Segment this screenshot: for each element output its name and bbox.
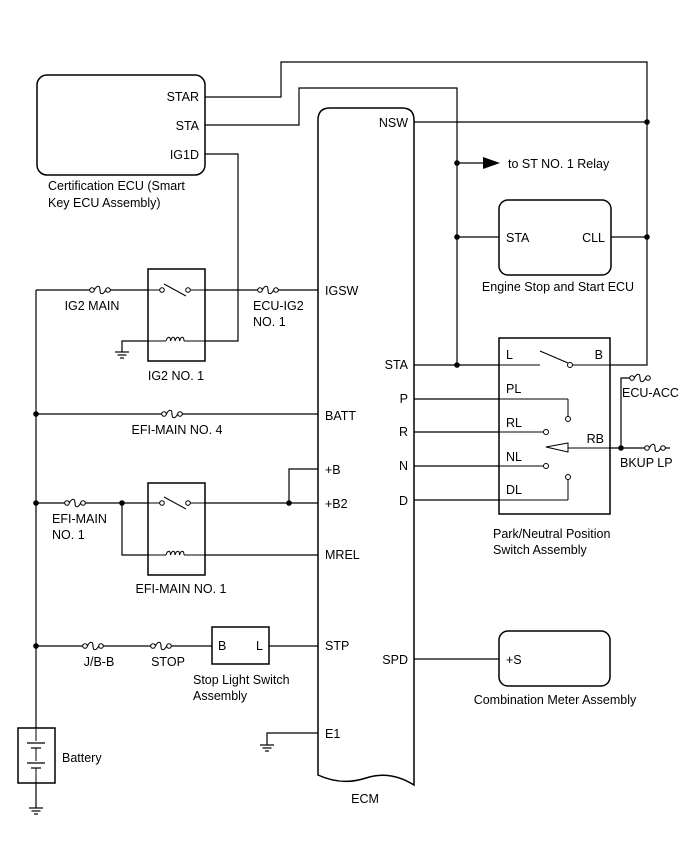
fuse-bkup-lp-label: BKUP LP <box>620 456 673 470</box>
fuse-labels: IG2 MAIN ECU-IG2 NO. 1 EFI-MAIN NO. 4 EF… <box>52 157 679 669</box>
ecm-pin-spd: SPD <box>382 653 408 667</box>
ecm-pin-r: R <box>399 425 408 439</box>
engine-ecu-label: Engine Stop and Start ECU <box>482 280 634 294</box>
ig2-relay-label: IG2 NO. 1 <box>148 369 204 383</box>
pnp-pin-pl: PL <box>506 382 521 396</box>
ecm-pin-nsw: NSW <box>379 116 408 130</box>
pnp-pin-nl: NL <box>506 450 522 464</box>
fuse-jb-b-label: J/B-B <box>84 655 115 669</box>
wires <box>35 61 670 808</box>
efi-main-relay: EFI-MAIN NO. 1 <box>136 482 227 596</box>
ecm-pin-sta: STA <box>385 358 409 372</box>
pnp-pin-b: B <box>595 348 603 362</box>
ecm-pin-batt: BATT <box>325 409 356 423</box>
cert-ecu-label-2: Key ECU Assembly) <box>48 196 161 210</box>
junctions <box>33 119 650 649</box>
pnp-label-2: Switch Assembly <box>493 543 588 557</box>
ground-icon-battery <box>28 807 44 815</box>
engine-ecu-pin-cll: CLL <box>582 231 605 245</box>
fuse-efi-main1-label-1: EFI-MAIN <box>52 512 107 526</box>
pnp-pin-rb: RB <box>587 432 604 446</box>
ecm-pin-mrel: MREL <box>325 548 360 562</box>
pnp-pin-l: L <box>506 348 513 362</box>
battery-label: Battery <box>62 751 102 765</box>
cert-ecu-pin-star: STAR <box>167 90 199 104</box>
engine-ecu-pin-sta: STA <box>506 231 530 245</box>
ground-icon-relay <box>114 351 130 359</box>
note-to-st-relay: to ST NO. 1 Relay <box>508 157 610 171</box>
ecm-pin-p: P <box>400 392 408 406</box>
ecm-pin-igsw: IGSW <box>325 284 359 298</box>
ecm-pin-d: D <box>399 494 408 508</box>
pnp-pin-rl: RL <box>506 416 522 430</box>
fuse-ecu-acc-label: ECU-ACC <box>622 386 679 400</box>
fuse-ecu-ig2-label-2: NO. 1 <box>253 315 286 329</box>
fuse-efi-main4-label: EFI-MAIN NO. 4 <box>132 423 223 437</box>
fuse-ig2-main-label: IG2 MAIN <box>65 299 120 313</box>
cert-ecu-label-1: Certification ECU (Smart <box>48 179 185 193</box>
fuse-stop-label: STOP <box>151 655 185 669</box>
engine-stop-start-ecu: STA CLL Engine Stop and Start ECU <box>482 199 634 294</box>
stop-sw-pin-b: B <box>218 639 226 653</box>
stop-sw-label-2: Assembly <box>193 689 248 703</box>
fuse-efi-main1-label-2: NO. 1 <box>52 528 85 542</box>
ground-icon-ecm <box>259 744 275 752</box>
battery: Battery <box>17 727 102 784</box>
park-neutral-switch: L B PL RL RB NL DL Park/Neutral Position… <box>493 337 611 557</box>
fuse-ecu-ig2-label-1: ECU-IG2 <box>253 299 304 313</box>
ecm-pin-plus-b: +B <box>325 463 341 477</box>
pnp-label-1: Park/Neutral Position <box>493 527 610 541</box>
stop-light-switch: B L Stop Light Switch Assembly <box>193 626 290 703</box>
meter-label: Combination Meter Assembly <box>474 693 637 707</box>
ecm-pin-plus-b2: +B2 <box>325 497 348 511</box>
ig2-relay: IG2 NO. 1 <box>147 268 206 383</box>
ecm-label: ECM <box>351 792 379 806</box>
stop-sw-pin-l: L <box>256 639 263 653</box>
cert-ecu-pin-sta: STA <box>176 119 200 133</box>
efi-relay-label: EFI-MAIN NO. 1 <box>136 582 227 596</box>
ecm: ECM NSW IGSW STA P BATT R +B N +B2 D MRE… <box>317 107 415 806</box>
combination-meter: +S Combination Meter Assembly <box>474 630 637 707</box>
ecm-pin-stp: STP <box>325 639 349 653</box>
stop-sw-label-1: Stop Light Switch <box>193 673 290 687</box>
ecm-pin-e1: E1 <box>325 727 340 741</box>
cert-ecu-pin-ig1d: IG1D <box>170 148 199 162</box>
ecm-pin-n: N <box>399 459 408 473</box>
meter-pin-s: +S <box>506 653 522 667</box>
certification-ecu: STAR STA IG1D Certification ECU (Smart K… <box>36 74 206 210</box>
pnp-pin-dl: DL <box>506 483 522 497</box>
